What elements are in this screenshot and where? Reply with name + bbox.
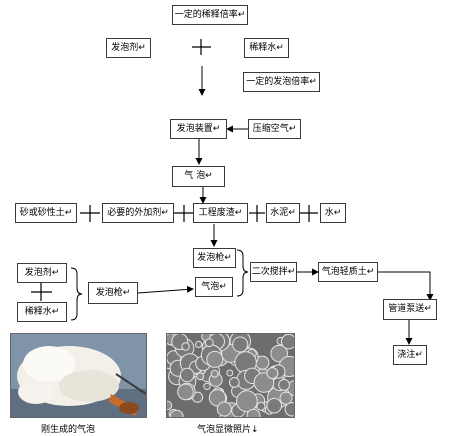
foam-light-soil-box: 气泡轻质土↵: [318, 262, 378, 282]
admixture-label: 必要的外加剂↵: [107, 207, 169, 218]
secondary-mixing-label: 二次搅拌↵: [251, 266, 296, 277]
dilution-ratio-label: 一定的稀释倍率↵: [174, 9, 246, 20]
plus-icon: [192, 39, 211, 55]
foaming-ratio-box: 一定的发泡倍率↵: [243, 72, 320, 92]
foam-gun-label: 发泡枪↵: [197, 252, 232, 263]
bubbles-small-box: 气泡↵: [195, 277, 233, 297]
pipeline-pumping-label: 管道泵送↵: [388, 304, 432, 314]
admixture-box: 必要的外加剂↵: [102, 203, 174, 223]
dilution-water-left-label: 稀释水↵: [24, 306, 60, 317]
foam-device-label: 发泡装置↵: [176, 123, 221, 134]
foaming-agent-label: 发泡剂↵: [111, 42, 146, 53]
micrograph-caption: 气泡显微照片↓: [197, 425, 259, 435]
pouring-box: 浇注↵: [393, 345, 427, 365]
foaming-agent-box: 发泡剂↵: [106, 38, 151, 58]
foam-gun-left-label: 发泡枪↵: [95, 287, 131, 298]
fresh-foam-photo: [10, 333, 147, 418]
group-brace-left: [70, 267, 83, 321]
water-label: 水↵: [324, 207, 342, 218]
compressed-air-label: 压缩空气↵: [252, 123, 297, 134]
waste-soil-label: 工程废渣↵: [198, 207, 243, 218]
dilution-water-label: 稀释水↵: [249, 42, 284, 53]
cement-label: 水泥↵: [270, 207, 296, 218]
foaming-ratio-label: 一定的发泡倍率↵: [246, 76, 317, 87]
fresh-foam-caption: 刚生成的气泡: [41, 425, 96, 435]
secondary-mixing-box: 二次搅拌↵: [250, 262, 297, 282]
water-box: 水↵: [320, 203, 346, 223]
bubbles-label: 气 泡↵: [184, 171, 213, 181]
foam-device-box: 发泡装置↵: [170, 119, 227, 139]
foam-gun-box: 发泡枪↵: [193, 248, 236, 268]
sand-soil-box: 砂或砂性土↵: [15, 203, 77, 223]
foam-gun-left-box: 发泡枪↵: [88, 282, 138, 304]
waste-soil-box: 工程废渣↵: [193, 203, 248, 223]
bubble-micrograph-photo: [166, 333, 295, 418]
cement-box: 水泥↵: [266, 203, 300, 223]
foaming-agent-left-box: 发泡剂↵: [17, 263, 67, 283]
bubbles-small-label: 气泡↵: [201, 281, 227, 292]
bubbles-box: 气 泡↵: [172, 166, 225, 187]
dilution-water-left-box: 稀释水↵: [17, 302, 67, 322]
plus-icon: [80, 205, 100, 222]
plus-icon: [300, 205, 318, 222]
group-brace-right: [236, 249, 249, 297]
pouring-label: 浇注↵: [397, 349, 423, 360]
plus-icon: [249, 205, 265, 222]
sand-soil-label: 砂或砂性土↵: [19, 207, 73, 218]
plus-icon: [174, 205, 194, 222]
compressed-air-box: 压缩空气↵: [248, 119, 301, 139]
dilution-water-box: 稀释水↵: [244, 38, 289, 58]
arrow-foam-gun-to-bubbles: [137, 285, 194, 294]
dilution-ratio-box: 一定的稀释倍率↵: [172, 5, 248, 25]
plus-icon: [31, 283, 52, 301]
pipeline-pumping-box: 管道泵送↵: [383, 299, 437, 320]
foam-light-soil-label: 气泡轻质土↵: [321, 266, 375, 277]
arrow-to-pumping: [378, 271, 434, 301]
foaming-agent-left-label: 发泡剂↵: [24, 267, 60, 278]
